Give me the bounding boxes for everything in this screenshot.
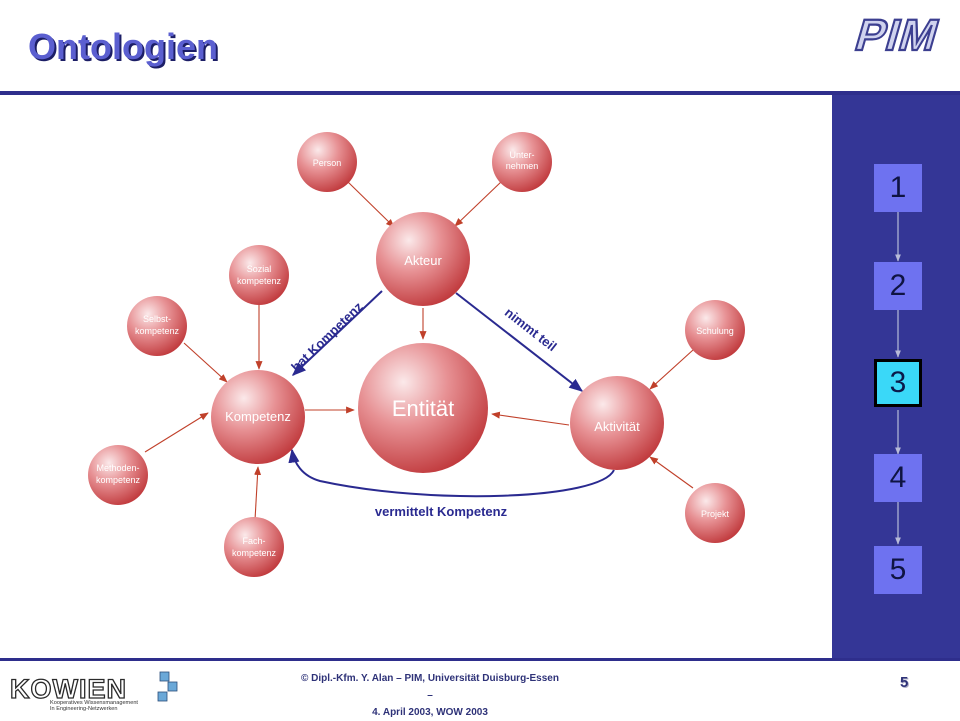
- pim-logo-text: PIM: [850, 10, 946, 60]
- node-projekt: Projekt: [685, 483, 745, 543]
- edge-selbstkompetenz-kompetenz: [183, 342, 228, 383]
- node-label: Kompetenz: [225, 409, 291, 424]
- node-label: Aktivität: [594, 419, 640, 434]
- node-aktivitaet: Aktivität: [570, 376, 664, 470]
- node-label: Entität: [392, 396, 454, 421]
- node-label: Unter-: [509, 150, 534, 160]
- node-methodenkompetenz: Methoden- kompetenz: [88, 445, 148, 505]
- node-label: Person: [313, 158, 342, 168]
- node-label: Akteur: [404, 253, 442, 268]
- node-label: kompetenz: [96, 475, 141, 485]
- node-akteur: Akteur: [376, 212, 470, 306]
- slide-title: Ontologien: [28, 26, 218, 67]
- kowien-logo-line2: In Engineering-Netzwerken: [50, 706, 117, 712]
- node-label: Methoden-: [96, 463, 139, 473]
- node-label: Projekt: [701, 509, 730, 519]
- edge-projekt-aktivitaet: [649, 456, 694, 489]
- node-label: kompetenz: [135, 326, 180, 336]
- page-number: 5: [900, 674, 909, 691]
- kowien-logo-word: KOWIEN: [10, 674, 127, 704]
- nav-item-3[interactable]: 3: [874, 359, 922, 407]
- nav-item-2[interactable]: 2: [874, 262, 922, 310]
- kowien-logo-line1: Kooperatives Wissensmanagement: [50, 700, 138, 706]
- node-selbstkompetenz: Selbst- kompetenz: [127, 296, 187, 356]
- node-entitaet: Entität: [358, 343, 488, 473]
- node-person: Person: [297, 132, 357, 192]
- nav-item-5[interactable]: 5: [874, 546, 922, 594]
- nav-item-4[interactable]: 4: [874, 454, 922, 502]
- node-label: Fach-: [242, 536, 265, 546]
- node-label: kompetenz: [237, 276, 282, 286]
- edge-hat-kompetenz: [291, 290, 383, 376]
- edge-nimmt-teil: [455, 292, 584, 392]
- node-sozialkompetenz: Sozial kompetenz: [229, 245, 289, 305]
- node-label: kompetenz: [232, 548, 277, 558]
- edge-unternehmen-akteur: [454, 180, 503, 227]
- edge-person-akteur: [347, 181, 395, 228]
- node-label: Schulung: [696, 326, 734, 336]
- node-unternehmen: Unter- nehmen: [492, 132, 552, 192]
- pim-logo: PIM: [849, 9, 947, 61]
- edge-methodenkompetenz-kompetenz: [144, 412, 209, 453]
- label-nimmt-teil: nimmt teil: [502, 305, 560, 355]
- nav-item-1[interactable]: 1: [874, 164, 922, 212]
- footer-text: © Dipl.-Kfm. Y. Alan – PIM, Universität …: [300, 670, 560, 721]
- edge-aktivitaet-entitaet: [491, 411, 570, 426]
- kowien-logo: KOWIEN Kooperatives Wissensmanagement In…: [9, 671, 178, 712]
- ontology-diagram: hat Kompetenz nimmt teil vermittelt Komp…: [88, 132, 745, 577]
- node-label: nehmen: [506, 161, 539, 171]
- footer-line-2: 4. April 2003, WOW 2003: [372, 707, 488, 718]
- edge-vermittelt-kompetenz: [288, 448, 615, 498]
- edge-schulung-aktivitaet: [649, 349, 694, 390]
- node-schulung: Schulung: [685, 300, 745, 360]
- nav-connectors: [895, 212, 901, 545]
- edge-fachkompetenz-kompetenz: [254, 466, 262, 521]
- node-fachkompetenz: Fach- kompetenz: [224, 517, 284, 577]
- node-label: Sozial: [247, 264, 272, 274]
- footer-divider: [0, 658, 960, 661]
- node-kompetenz: Kompetenz: [211, 370, 305, 464]
- label-hat-kompetenz: hat Kompetenz: [288, 299, 366, 375]
- label-vermittelt-kompetenz: vermittelt Kompetenz: [375, 504, 508, 519]
- header-divider: [0, 91, 960, 95]
- node-label: Selbst-: [143, 314, 171, 324]
- footer-line-1: © Dipl.-Kfm. Y. Alan – PIM, Universität …: [301, 673, 559, 701]
